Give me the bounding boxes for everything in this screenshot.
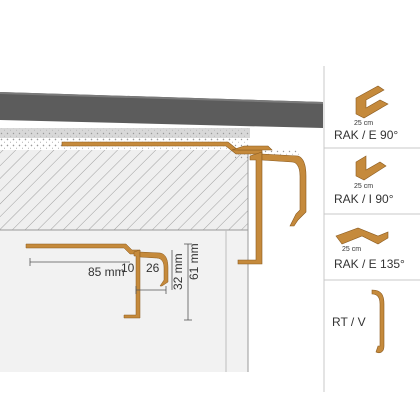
- variant-outer-corner-90: 25 cm RAK / E 90°: [334, 85, 398, 142]
- variants-panel: 25 cm RAK / E 90° 25 cm RAK / I 90° 25 c…: [323, 66, 420, 392]
- outer-corner-90-icon: [355, 85, 389, 119]
- variant-2-code: RAK / I 90°: [334, 192, 394, 206]
- concrete-slab-hatch: [0, 150, 248, 230]
- drip-edge-cap-icon: [371, 289, 385, 354]
- dim-26-label: 26: [146, 261, 160, 275]
- cross-section-view: [0, 92, 323, 372]
- variant-rt-v: RT / V: [332, 289, 385, 354]
- outer-corner-135-icon: [335, 227, 389, 245]
- variant-outer-corner-135: 25 cm RAK / E 135°: [334, 227, 405, 271]
- edge-profile: [61, 141, 307, 265]
- variant-inner-corner-90: 25 cm RAK / I 90°: [334, 155, 394, 206]
- variant-1-size: 25 cm: [354, 120, 373, 127]
- variant-1-code: RAK / E 90°: [334, 128, 398, 142]
- dim-10-label: 10: [121, 261, 135, 275]
- profile-section-detail: 85 mm 32 mm 61 mm 10 26: [25, 243, 201, 321]
- inner-corner-90-icon: [355, 155, 387, 181]
- tile-highlight: [0, 92, 323, 104]
- variant-4-code: RT / V: [332, 315, 366, 329]
- variant-3-size: 25 cm: [342, 246, 361, 253]
- section-profile-leg: [123, 249, 141, 319]
- variant-3-code: RAK / E 135°: [334, 257, 405, 271]
- section-profile-lip: [139, 251, 169, 287]
- profile-drip-lip: [261, 153, 307, 227]
- profile-top-nose: [231, 145, 273, 151]
- dim-32-label: 32 mm: [171, 253, 185, 290]
- dim-61-label: 61 mm: [187, 243, 201, 280]
- dim-85-label: 85 mm: [88, 265, 125, 279]
- variant-2-size: 25 cm: [354, 183, 373, 190]
- slab-lower-region: [0, 230, 248, 372]
- profile-vertical-leg: [237, 151, 263, 265]
- adhesive-speckle: [0, 128, 250, 150]
